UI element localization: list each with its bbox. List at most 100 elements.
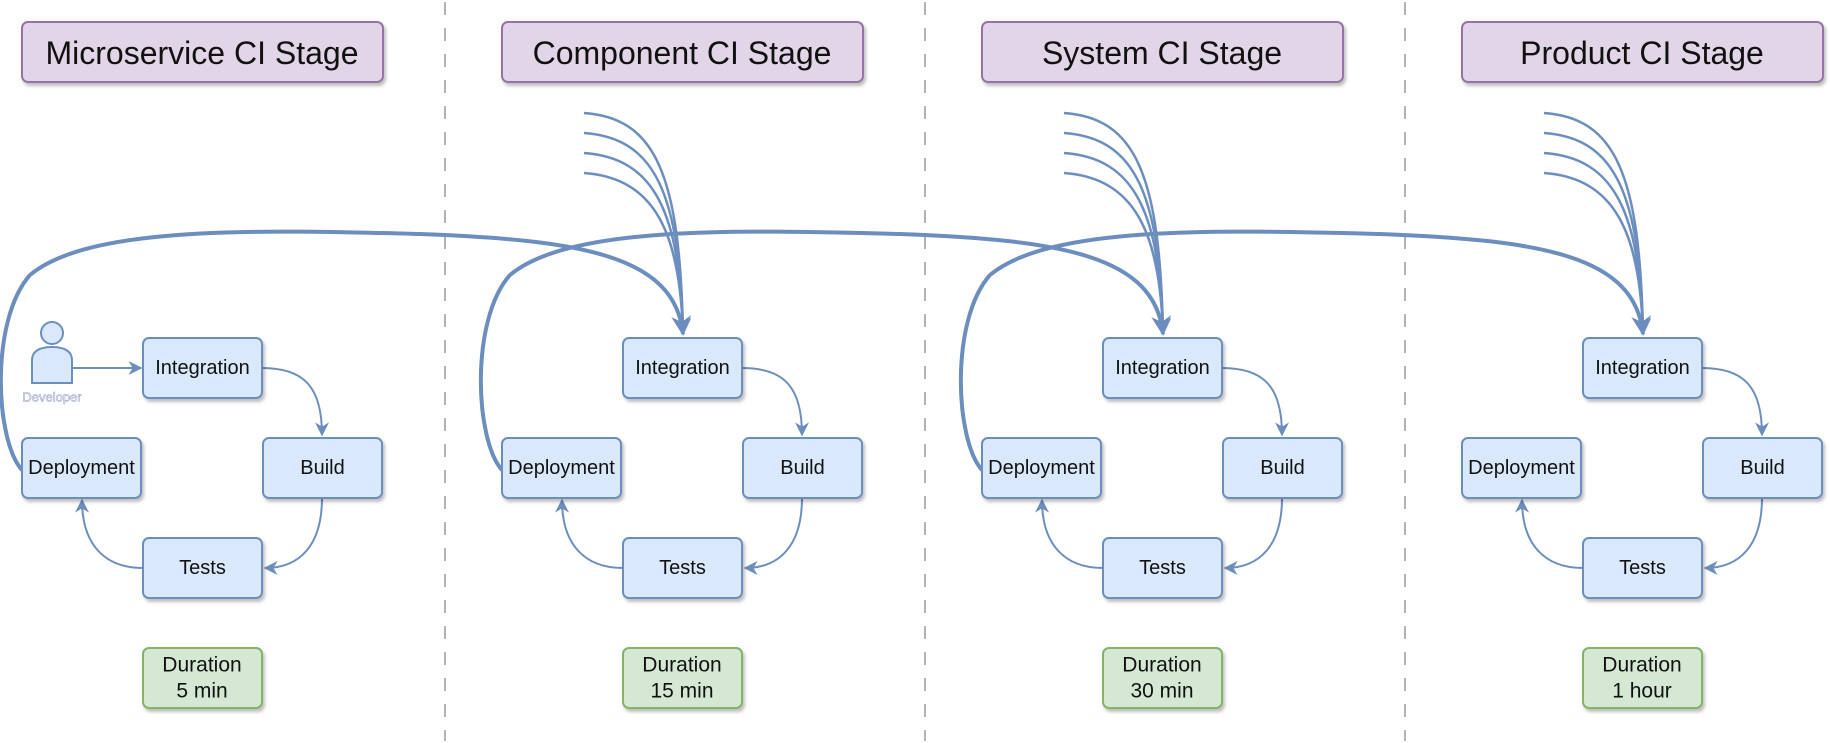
node-label: Tests [659,557,706,579]
developer-label: Developer [22,390,82,405]
stage-separators [444,2,1406,741]
edge-integration-build [741,367,809,437]
duration-box [1102,647,1223,709]
duration-badge: Duration 30 min [1102,647,1223,709]
node-build: Build [262,437,383,499]
stage-title: System CI Stage [1042,35,1282,71]
stage-header [21,21,384,83]
node-box [622,337,743,399]
node-integration: Integration [1102,337,1223,399]
edge-build-tests [263,497,323,575]
node-box [1102,537,1223,599]
node-deployment: Deployment [1461,437,1582,499]
node-deployment: Deployment [981,437,1102,499]
stage-title: Microservice CI Stage [46,35,359,71]
edge-tests-deployment [555,498,624,569]
node-label: Integration [1115,357,1210,379]
duration-label: Duration [1122,654,1201,677]
edge-integration-build [1221,367,1289,437]
duration-label: Duration [162,654,241,677]
duration-label: Duration [1602,654,1681,677]
stage-title: Product CI Stage [1520,35,1764,71]
node-box [1582,337,1703,399]
duration-badge: Duration 1 hour [1582,647,1703,709]
duration-value: 1 hour [1612,680,1672,703]
stage-title: Component CI Stage [533,35,832,71]
node-box [1461,437,1582,499]
developer-actor: Developer [22,321,143,405]
node-label: Deployment [508,457,615,479]
node-label: Build [780,457,824,479]
node-label: Tests [1619,557,1666,579]
node-box [262,437,383,499]
node-label: Integration [635,357,730,379]
node-tests: Tests [1582,537,1703,599]
node-tests: Tests [142,537,263,599]
node-deployment: Deployment [501,437,622,499]
node-label: Deployment [988,457,1095,479]
edge-integration-build [261,367,329,437]
feedback-edge [958,229,1652,472]
node-box [1582,537,1703,599]
stage-header [981,21,1344,83]
node-label: Build [1260,457,1304,479]
person-icon [31,321,73,384]
node-build: Build [1222,437,1343,499]
stage-2: Component CI StageIntegrationBuildTestsD… [501,21,864,709]
duration-value: 15 min [650,680,713,703]
node-integration: Integration [1582,337,1703,399]
duration-label: Duration [642,654,721,677]
edge-build-tests [1703,497,1763,575]
duration-box [142,647,263,709]
feedback-edge [478,229,1172,472]
incoming-edge [583,171,692,336]
node-label: Build [1740,457,1784,479]
node-box [501,437,622,499]
node-build: Build [742,437,863,499]
node-box [981,437,1102,499]
duration-box [1582,647,1703,709]
node-tests: Tests [1102,537,1223,599]
node-label: Tests [1139,557,1186,579]
edge-build-tests [1223,497,1283,575]
duration-value: 30 min [1130,680,1193,703]
stage-header [501,21,864,83]
node-integration: Integration [622,337,743,399]
edge-integration-build [1701,367,1769,437]
stages: Microservice CI StageIntegrationBuildTes… [21,21,1824,709]
edge-build-tests [743,497,803,575]
duration-badge: Duration 5 min [142,647,263,709]
incoming-edge [1543,131,1645,335]
node-label: Deployment [28,457,135,479]
edge-tests-deployment [1035,498,1104,569]
duration-badge: Duration 15 min [622,647,743,709]
stage-header [1461,21,1824,83]
edge-tests-deployment [75,498,144,569]
node-build: Build [1702,437,1823,499]
cross-stage-edges [0,229,1652,472]
node-label: Integration [1595,357,1690,379]
node-box [1222,437,1343,499]
node-box [742,437,863,499]
node-box [21,437,142,499]
node-integration: Integration [142,337,263,399]
node-label: Deployment [1468,457,1575,479]
edge-tests-deployment [1515,498,1584,569]
incoming-edge [1543,151,1645,335]
node-deployment: Deployment [21,437,142,499]
node-box [1102,337,1223,399]
node-tests: Tests [622,537,743,599]
node-box [142,537,263,599]
incoming-edge [1543,171,1652,336]
duration-value: 5 min [176,680,227,703]
stage-1: Microservice CI StageIntegrationBuildTes… [21,21,384,709]
node-box [622,537,743,599]
feedback-edge [0,229,692,472]
node-label: Tests [179,557,226,579]
node-box [1702,437,1823,499]
incoming-edge [1063,171,1172,336]
node-label: Build [300,457,344,479]
